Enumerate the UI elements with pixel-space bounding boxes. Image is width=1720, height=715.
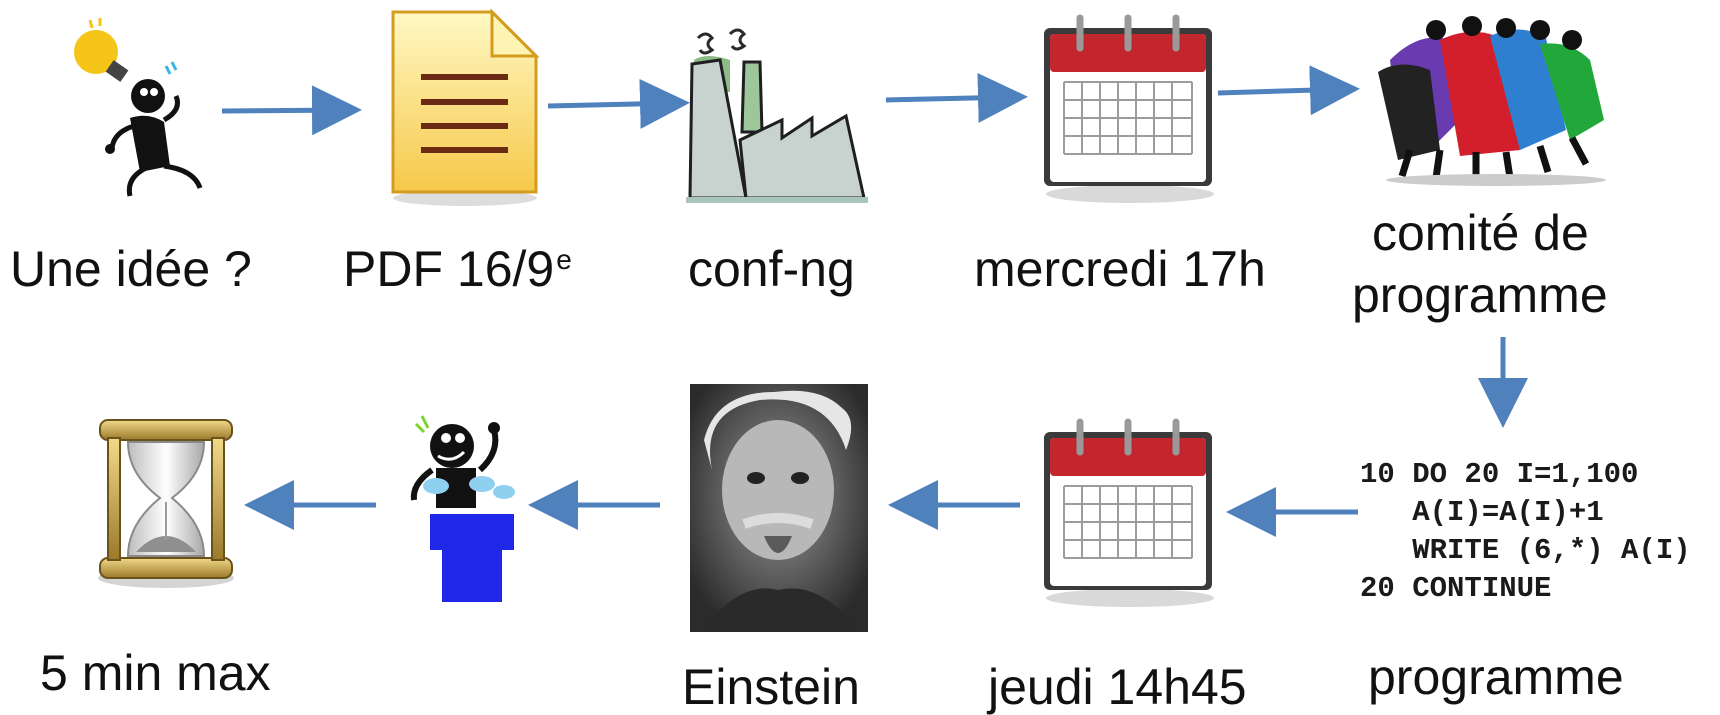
label-committee-line1: comité de bbox=[1372, 205, 1589, 261]
label-pdf-text: PDF 16/9 bbox=[343, 241, 555, 297]
factory-icon bbox=[686, 28, 868, 203]
label-thursday: jeudi 14h45 bbox=[988, 659, 1247, 715]
calendar-icon-thursday bbox=[1044, 418, 1214, 607]
label-program: programme bbox=[1368, 649, 1624, 705]
label-pdf: PDF 16/9e bbox=[343, 244, 572, 294]
code-line-3: WRITE (6,*) A(I) bbox=[1360, 534, 1691, 567]
arrow-pdf-to-conf bbox=[547, 78, 690, 129]
label-idea: Une idée ? bbox=[10, 241, 252, 297]
code-line-2: A(I)=A(I)+1 bbox=[1360, 496, 1604, 529]
fortran-code-snippet: 10 DO 20 I=1,100 A(I)=A(I)+1 WRITE (6,*)… bbox=[1360, 456, 1691, 608]
code-line-1: 10 DO 20 I=1,100 bbox=[1360, 458, 1639, 491]
arrow-idea-to-pdf bbox=[221, 85, 362, 136]
label-einstein: Einstein bbox=[682, 659, 860, 715]
arrow-wednesday-to-committee bbox=[1217, 65, 1360, 116]
einstein-photo bbox=[690, 384, 868, 632]
group-huddle-icon bbox=[1378, 16, 1606, 186]
label-conf: conf-ng bbox=[688, 241, 855, 297]
hourglass-icon bbox=[98, 419, 234, 588]
thinking-person-with-lightbulb-icon bbox=[74, 18, 203, 197]
label-wednesday: mercredi 17h bbox=[974, 241, 1266, 297]
calendar-icon-wednesday bbox=[1044, 14, 1214, 203]
arrow-conf-to-wednesday bbox=[885, 72, 1028, 123]
label-committee-line2: programme bbox=[1352, 267, 1608, 323]
label-timer: 5 min max bbox=[40, 645, 271, 701]
speaker-at-podium-icon bbox=[410, 415, 515, 602]
code-line-4: 20 CONTINUE bbox=[1360, 572, 1552, 605]
flow-arrows bbox=[221, 65, 1528, 537]
label-pdf-superscript: e bbox=[556, 244, 572, 275]
document-icon bbox=[391, 8, 540, 206]
